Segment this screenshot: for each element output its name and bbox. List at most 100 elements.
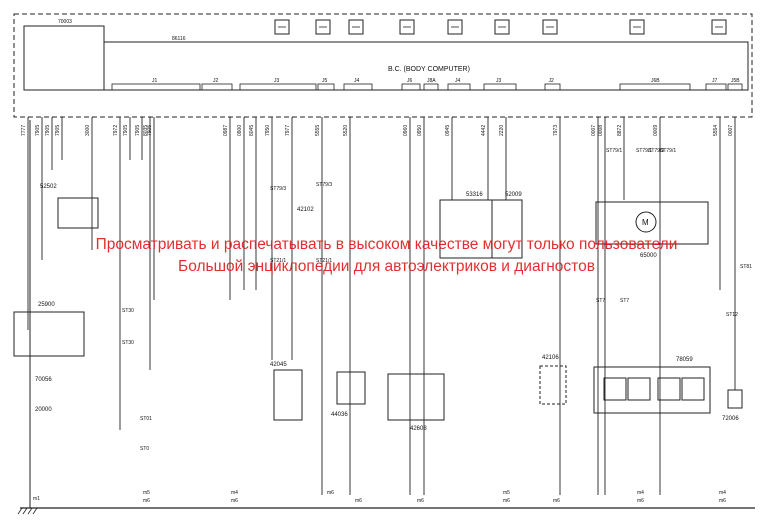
connector-j3: J3 [239,78,317,91]
relay-52009 [491,199,523,259]
wire-0950: 0950 [417,117,425,495]
wire-0960: 0960 [403,117,411,495]
splice-label: ST12 [726,312,738,318]
connector-label: J3 [496,78,502,84]
fuse-70056-label: 70056 [35,377,52,383]
module-78059-cell-4 [681,377,705,401]
motor-65000 [595,201,709,245]
switch-42102-label: 42102 [297,207,314,213]
wire-0945: 0945 [445,117,453,200]
fuse-box-70003-label: 70003 [58,19,72,25]
wire-7905: 7905 [35,117,43,260]
connector-j4: J4 [343,78,373,91]
washer-icon [348,19,364,35]
module-78059-cell-2 [627,377,651,401]
wire-8872: 8872 [617,117,625,200]
wire-5554: 5554 [713,117,721,290]
wire-code: 0009 [653,125,659,136]
wire-code: 0950 [417,125,423,136]
wire-7905: 7905 [147,117,155,300]
switch-42106 [539,365,567,405]
splice-label: ST21/1 [270,258,286,264]
module-78059-cell-3 [657,377,681,401]
splice-label: ST79/1 [660,148,676,154]
splice-label: ST30 [122,308,134,314]
switch-44036 [336,371,366,405]
splice-label: ST81 [740,264,752,270]
wire-code: 7905 [135,125,141,136]
wire-0900: 0900 [237,117,245,290]
wire-code: 0987 [223,125,229,136]
connector-label: J5 [322,78,328,84]
switch-52502 [57,197,99,229]
connector-j7: J7 [705,78,727,91]
sensor-42045-label: 42045 [270,362,287,368]
module-78059-label: 78059 [676,357,693,363]
connector-j5: J5 [317,78,335,91]
relay-52009-label: 52009 [505,192,522,198]
wire-7973: 7973 [553,117,561,495]
switch-42106-label: 42106 [542,355,559,361]
connector-label: J6 [407,78,413,84]
wire-code: 5520 [343,125,349,136]
splice-label: ST7 [620,298,629,304]
power-window-icon [494,19,510,35]
wire-8045: 8045 [249,117,257,290]
wire-code: 5554 [713,125,719,136]
ground-label: m5 [143,490,150,496]
wire-7905: 7905 [45,117,53,170]
connector-label: J3 [274,78,280,84]
door-lock-icon [447,19,463,35]
ground-label: m6 [417,498,424,504]
wire-7777: 7777 [21,117,29,330]
wire-0007: 0007 [728,117,736,390]
wire-code: 7950 [265,125,271,136]
connector-label: J4 [455,78,461,84]
wire-7977: 7977 [285,117,293,360]
wire-7972: 7972 [113,117,121,430]
wire-code: 0007 [591,125,597,136]
wire-0987: 0987 [223,117,231,300]
module-78059 [593,366,711,414]
connector-j2: J2 [201,78,233,91]
relay-53316 [439,199,493,259]
fuse-72006-label: 72006 [722,416,739,422]
ground-label: m6 [327,490,334,496]
wire-7905: 7905 [135,117,143,160]
connector-j4: J4 [447,78,471,91]
wire-4442: 4442 [481,117,489,200]
ground-label: m5 [503,490,510,496]
ground-label: m6 [503,498,510,504]
wire-7950: 7950 [265,117,273,360]
body-computer-title: B.C. (BODY COMPUTER) [388,66,470,73]
wire-5555: 5555 [315,117,323,495]
ground-label: m4 [637,490,644,496]
wire-code: 7777 [21,125,27,136]
motor-65000-label: 65000 [640,253,657,259]
wire-7905: 7905 [55,117,63,160]
connector-label: J6B [651,78,660,84]
ground-label: m1 [33,496,40,502]
wire-group: 7777790579057905797279057905790509870900… [21,117,736,495]
connector-j3: J3 [483,78,517,91]
fuse-72006 [727,389,743,409]
wire-code: 2220 [499,125,505,136]
connector-label: J1 [152,78,158,84]
wire-code: 7972 [113,125,119,136]
ems-icon [711,19,727,35]
wire-5520: 5520 [343,117,351,495]
motor-symbol-label: M [642,218,649,227]
wire-0009: 0009 [653,117,661,495]
wire-7905: 7905 [123,117,131,160]
wire-code: 7905 [123,125,129,136]
ground-label: m6 [553,498,560,504]
rear-wiper-icon [542,19,558,35]
wire-code: 8872 [617,125,623,136]
wire-code: 3000 [85,125,91,136]
splice-label: ST79/3 [316,182,332,188]
connector-label: J7 [712,78,718,84]
wire-code: 7973 [553,125,559,136]
wire-code: 8045 [249,125,255,136]
